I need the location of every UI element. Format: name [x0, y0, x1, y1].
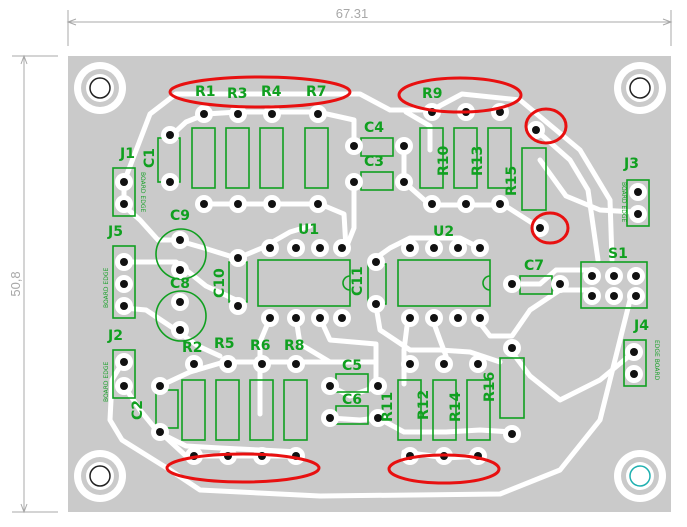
pads — [115, 103, 647, 465]
label-j3: J3 — [623, 156, 639, 172]
label-c10: C10 — [212, 268, 228, 298]
label-r11: R11 — [380, 392, 396, 422]
height-dimension-label: 50,8 — [8, 271, 23, 296]
label-r12: R12 — [416, 390, 432, 420]
highlight-marks — [165, 75, 570, 485]
mounting-hole-bl — [74, 450, 126, 502]
highlight-bottom-right — [387, 453, 501, 485]
width-dimension-label: 67.31 — [336, 6, 369, 21]
label-c7: C7 — [524, 258, 544, 274]
label-r9: R9 — [422, 86, 443, 102]
mounting-holes — [74, 62, 666, 502]
edge-text-j4: EDGE BOARD — [653, 340, 660, 381]
highlight-r15-top — [524, 107, 568, 145]
label-r14: R14 — [448, 391, 464, 422]
label-u2: U2 — [433, 224, 454, 240]
label-u1: U1 — [298, 222, 319, 238]
component-labels: R1 R3 R4 R7 R9 R10 R13 R15 C1 C4 C3 C9 C… — [107, 84, 649, 422]
edge-text-j2: BOARD EDGE — [103, 362, 110, 402]
label-r5: R5 — [214, 336, 235, 352]
highlight-top-left — [168, 75, 352, 109]
label-r7: R7 — [306, 84, 327, 100]
label-c11: C11 — [350, 266, 366, 296]
edge-text-j3: BOARD EDGE — [620, 182, 627, 222]
label-r10: R10 — [436, 145, 452, 176]
label-j1: J1 — [119, 146, 135, 162]
label-j2: J2 — [107, 328, 123, 344]
label-c1: C1 — [142, 148, 158, 168]
highlight-r15-bottom — [530, 211, 570, 245]
label-r2: R2 — [182, 340, 203, 356]
label-s1: S1 — [608, 246, 628, 262]
label-c4: C4 — [364, 120, 384, 136]
highlight-bottom-left — [165, 452, 321, 484]
label-r4: R4 — [261, 84, 282, 100]
label-r8: R8 — [284, 338, 305, 354]
edge-text-j1: BOARD EDGE — [139, 172, 146, 212]
label-j4: J4 — [633, 318, 649, 334]
label-r6: R6 — [250, 338, 271, 354]
label-j5: J5 — [107, 224, 123, 240]
highlight-top-right — [397, 76, 523, 114]
label-c3: C3 — [364, 154, 384, 170]
label-r3: R3 — [227, 86, 248, 102]
edge-text-j5: BOARD EDGE — [103, 268, 110, 308]
mounting-hole-br — [614, 450, 666, 502]
mounting-hole-tl — [74, 62, 126, 114]
label-c5: C5 — [342, 358, 362, 374]
label-r1: R1 — [195, 84, 216, 100]
label-r13: R13 — [470, 146, 486, 176]
height-dimension — [12, 54, 58, 514]
mounting-hole-tr — [614, 62, 666, 114]
label-c2: C2 — [130, 400, 146, 420]
width-dimension — [66, 10, 673, 46]
label-c9: C9 — [170, 208, 190, 224]
label-c8: C8 — [170, 276, 190, 292]
label-r15: R15 — [504, 166, 520, 196]
label-r16: R16 — [482, 372, 498, 402]
board-edge-markings: BOARD EDGE BOARD EDGE BOARD EDGE BOARD E… — [103, 172, 660, 402]
label-c6: C6 — [342, 392, 362, 408]
